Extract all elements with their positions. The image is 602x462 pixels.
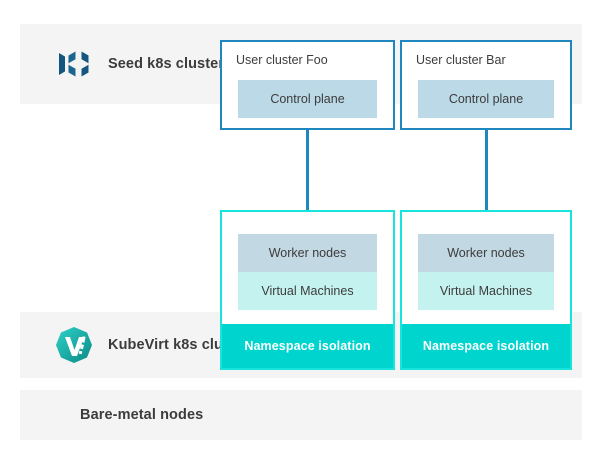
kubevirt-band-label-group: KubeVirt k8s cluster (54, 325, 250, 365)
band-bare-metal-nodes: Bare-metal nodes (20, 390, 582, 440)
user-cluster-bar-control-plane: Control plane (418, 80, 554, 118)
connector-line-bar (485, 128, 488, 212)
seed-band-label-group: Seed k8s cluster (54, 44, 224, 84)
baremetal-band-label-group: Bare-metal nodes (80, 407, 203, 423)
workload-box-bar: Worker nodes Virtual Machines Namespace … (400, 210, 572, 370)
workload-stack-foo: Worker nodes Virtual Machines (238, 234, 377, 310)
kubevirt-band-label: KubeVirt k8s cluster (108, 337, 250, 353)
workload-stack-bar: Worker nodes Virtual Machines (418, 234, 554, 310)
kubermatic-logo-icon (54, 44, 94, 84)
seed-band-label: Seed k8s cluster (108, 56, 225, 72)
virtual-machines-foo: Virtual Machines (238, 272, 377, 310)
user-cluster-bar-title: User cluster Bar (416, 53, 506, 67)
user-cluster-foo-box: User cluster Foo Control plane (220, 40, 395, 130)
namespace-isolation-bar: Namespace isolation (402, 324, 570, 368)
worker-nodes-bar: Worker nodes (418, 234, 554, 272)
virtual-machines-bar: Virtual Machines (418, 272, 554, 310)
workload-box-foo: Worker nodes Virtual Machines Namespace … (220, 210, 395, 370)
user-cluster-bar-box: User cluster Bar Control plane (400, 40, 572, 130)
connector-line-foo (306, 128, 309, 212)
user-cluster-foo-control-plane: Control plane (238, 80, 377, 118)
baremetal-band-label: Bare-metal nodes (80, 407, 204, 423)
worker-nodes-foo: Worker nodes (238, 234, 377, 272)
user-cluster-foo-title: User cluster Foo (236, 53, 328, 67)
namespace-isolation-foo: Namespace isolation (222, 324, 393, 368)
kubevirt-logo-icon (54, 325, 94, 365)
